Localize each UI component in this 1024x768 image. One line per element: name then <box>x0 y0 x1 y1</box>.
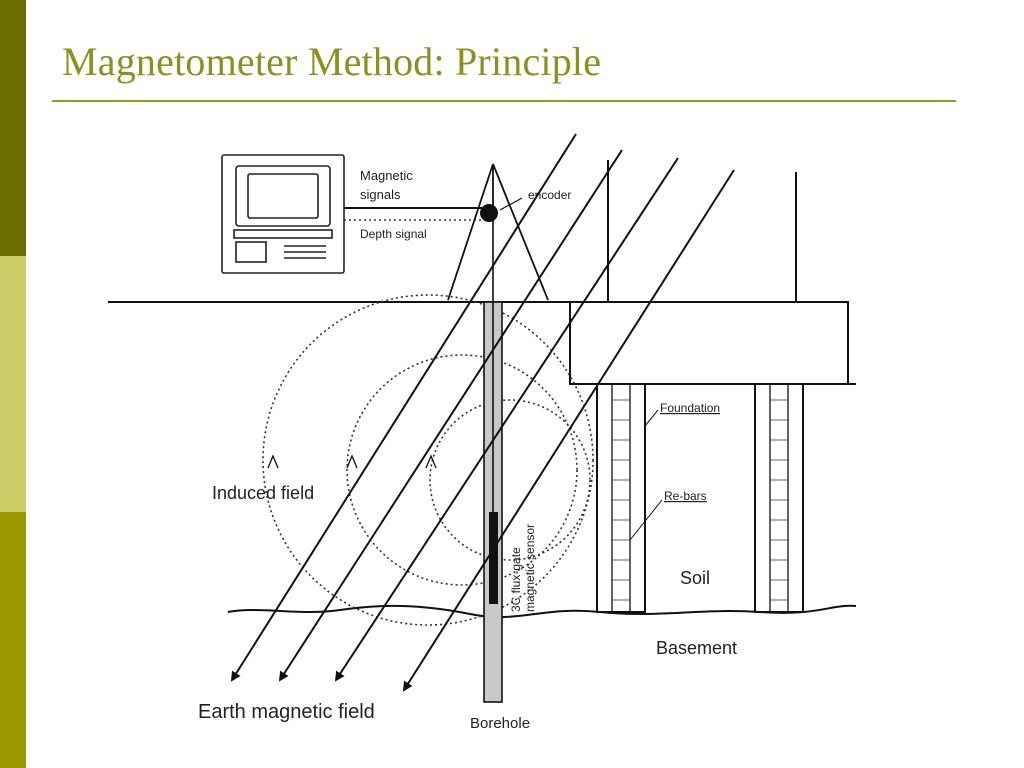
induced-field-circles <box>262 294 594 626</box>
foundation-leader <box>644 409 659 427</box>
label-induced-field: Induced field <box>212 483 314 503</box>
computer-icon <box>221 154 345 274</box>
label-soil: Soil <box>680 568 710 588</box>
basement-line <box>227 604 856 619</box>
earth-magnetic-field-lines <box>230 133 735 692</box>
sensor-label: 3C flux-gate magnetic sensor <box>509 524 537 612</box>
rebar-ticks <box>612 399 788 601</box>
encoder-pointer <box>499 197 523 211</box>
building-structure <box>569 160 856 385</box>
title-rule <box>52 100 956 102</box>
label-depth-signal: Depth signal <box>360 227 427 241</box>
label-sensor-line2: magnetic sensor <box>523 524 537 612</box>
flux-gate-sensor <box>489 512 498 604</box>
label-magnetic-signals-2: signals <box>360 187 401 202</box>
encoder-wheel <box>480 204 498 222</box>
label-magnetic-signals-1: Magnetic <box>360 168 413 183</box>
label-re-bars: Re-bars <box>664 489 707 503</box>
tripod <box>447 163 549 301</box>
foundation-pile-right <box>754 383 804 613</box>
label-encoder: encoder <box>528 188 571 202</box>
label-basement: Basement <box>656 638 737 658</box>
side-band-bottom <box>0 512 26 768</box>
side-band-top <box>0 0 26 256</box>
side-band-middle <box>0 256 26 512</box>
label-sensor-line1: 3C flux-gate <box>509 547 523 612</box>
label-borehole: Borehole <box>470 715 530 732</box>
slide-title: Magnetometer Method: Principle <box>62 39 602 84</box>
foundation-pile-left <box>596 383 646 613</box>
rebars-leader <box>629 499 663 541</box>
label-earth-magnetic-field: Earth magnetic field <box>198 701 375 723</box>
label-foundation: Foundation <box>660 401 720 415</box>
magnetometer-diagram: Magnetic signals Depth signal encoder Fo… <box>90 128 856 734</box>
induced-field-arrows <box>267 454 437 469</box>
